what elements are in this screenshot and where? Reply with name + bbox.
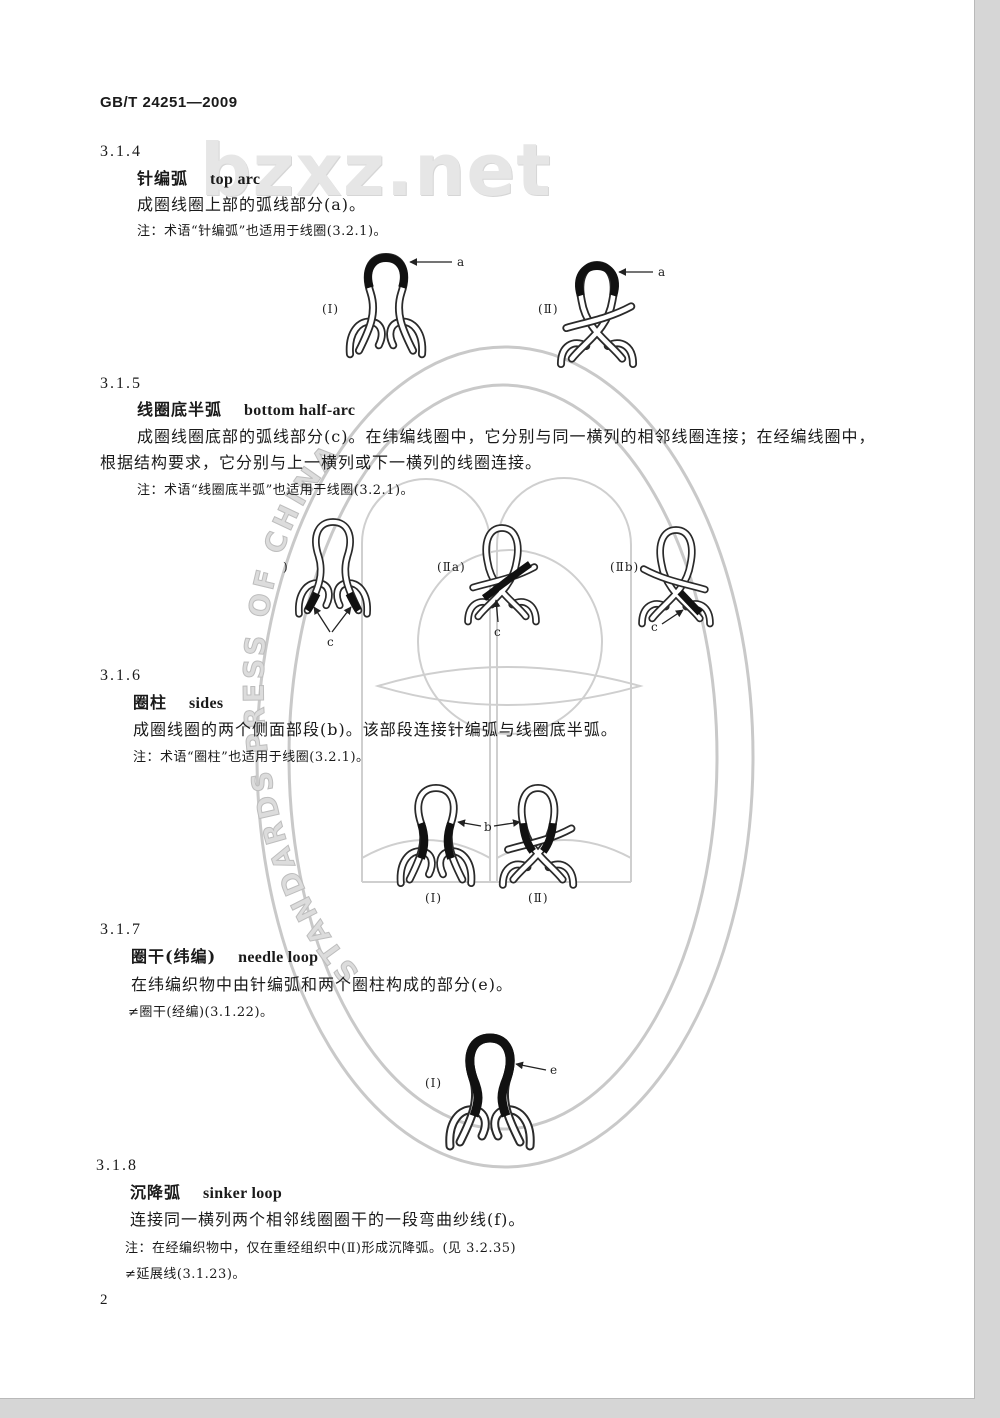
callout-arrow-c1b <box>331 606 352 633</box>
bottom-half-arc-highlight <box>677 589 703 616</box>
top-arc-highlight <box>364 253 408 289</box>
definition-line-1: 成圈线圈底部的弧线部分(c)。在纬编线圈中，它分别与同一横列的相邻线圈连接；在经… <box>137 427 876 446</box>
term-title: 针编弧 top arc <box>137 169 260 190</box>
figure-callout: c <box>651 620 659 634</box>
callout-arrow-e <box>515 1061 547 1071</box>
term-en: top arc <box>210 171 261 188</box>
section-number: 3.1.8 <box>96 1157 138 1174</box>
figure-needle-loop-i <box>450 1033 530 1146</box>
term-zh: 针编弧 <box>137 169 189 188</box>
cross-reference: ≠延展线(3.1.23)。 <box>125 1267 246 1282</box>
figure-callout: a <box>457 255 465 269</box>
definition: 在纬编织物中由针编弧和两个圈柱构成的部分(e)。 <box>131 975 513 994</box>
side-highlight <box>443 821 455 860</box>
seal-inner-ring <box>287 383 719 1131</box>
figure-bottom-half-arc-i <box>299 522 367 614</box>
definition: 成圈线圈的两个侧面部段(b)。该部段连接针编弧与线圈底半弧。 <box>133 720 618 739</box>
top-arc-highlight <box>575 261 619 297</box>
figure-top-arc-i <box>350 257 422 354</box>
note: 注：术语“圈柱”也适用于线圈(3.2.1)。 <box>133 750 370 765</box>
note: 注：在经编织物中，仅在重经组织中(Ⅱ)形成沉降弧。(见 3.2.35) <box>125 1241 517 1256</box>
figure-top-arc-ii <box>561 265 633 364</box>
figure-callout: c <box>327 635 335 649</box>
seal-left-arch <box>361 478 491 882</box>
page-number: 2 <box>100 1292 109 1308</box>
seal-right-arch <box>496 477 632 882</box>
bottom-half-arc-highlight <box>345 591 362 613</box>
figure-bottom-half-arc-iia <box>468 528 536 622</box>
term-title: 线圈底半弧 bottom half-arc <box>137 400 355 421</box>
definition: 连接同一横列两个相邻线圈圈干的一段弯曲纱线(f)。 <box>130 1210 526 1229</box>
figure-sides-i <box>401 788 472 883</box>
term-zh: 线圈底半弧 <box>137 400 223 419</box>
definition: 成圈线圈上部的弧线部分(a)。 <box>137 195 367 214</box>
definition-line-2: 根据结构要求，它分别与上一横列或下一横列的线圈连接。 <box>100 453 543 472</box>
note: 注：术语“线圈底半弧”也适用于线圈(3.2.1)。 <box>137 483 415 498</box>
term-title: 圈干(纬编) needle loop <box>131 947 318 968</box>
figure-callout: c <box>494 625 502 639</box>
section-number: 3.1.6 <box>100 667 142 684</box>
figure-label: (Ⅰ) <box>425 1076 442 1090</box>
figure-label: (Ⅱ) <box>528 891 549 905</box>
term-zh: 圈干(纬编) <box>131 947 217 966</box>
callout-arrow-b2 <box>493 819 521 827</box>
figure-callout: e <box>550 1063 558 1077</box>
seal-outer-ring <box>255 345 755 1169</box>
callout-arrow-c3 <box>661 609 684 625</box>
figure-callout: a <box>658 265 666 279</box>
callout-arrow-c2 <box>492 599 501 623</box>
standard-code: GB/T 24251—2009 <box>100 94 238 111</box>
needle-loop-highlight <box>465 1033 515 1118</box>
term-en: needle loop <box>238 949 319 966</box>
bottom-half-arc-highlight <box>481 561 532 601</box>
callout-arrow-c1 <box>313 606 331 633</box>
term-zh: 沉降弧 <box>130 1183 182 1202</box>
note: 注：术语“针编弧”也适用于线圈(3.2.1)。 <box>137 224 388 239</box>
term-zh: 圈柱 <box>133 693 168 712</box>
cross-reference: ≠圈干(经编)(3.1.22)。 <box>128 1005 274 1020</box>
figure-label: (Ⅱa) <box>437 560 466 574</box>
term-title: 沉降弧 sinker loop <box>130 1183 282 1204</box>
seal-globe <box>417 549 603 735</box>
figure-label: (Ⅱb) <box>610 560 639 574</box>
figure-label: ) <box>283 560 289 574</box>
seal-lens <box>374 666 644 706</box>
figure-label: (Ⅱ) <box>538 302 559 316</box>
figure-sides-ii <box>503 788 573 885</box>
side-highlight <box>519 822 536 854</box>
section-number: 3.1.7 <box>100 921 142 938</box>
side-highlight <box>540 822 557 854</box>
bottom-half-arc-highlight <box>304 591 321 613</box>
term-en: sinker loop <box>203 1185 283 1202</box>
term-en: bottom half-arc <box>244 402 356 419</box>
figure-callout: b <box>484 820 493 834</box>
callout-arrow-b1 <box>457 819 482 828</box>
figure-label: (Ⅰ) <box>425 891 442 905</box>
section-number: 3.1.4 <box>100 143 142 160</box>
figure-label: (Ⅰ) <box>322 302 339 316</box>
site-watermark: bzxz.net <box>200 128 552 212</box>
term-en: sides <box>189 695 224 712</box>
section-number: 3.1.5 <box>100 375 142 392</box>
term-title: 圈柱 sides <box>133 693 223 714</box>
side-highlight <box>417 821 429 860</box>
